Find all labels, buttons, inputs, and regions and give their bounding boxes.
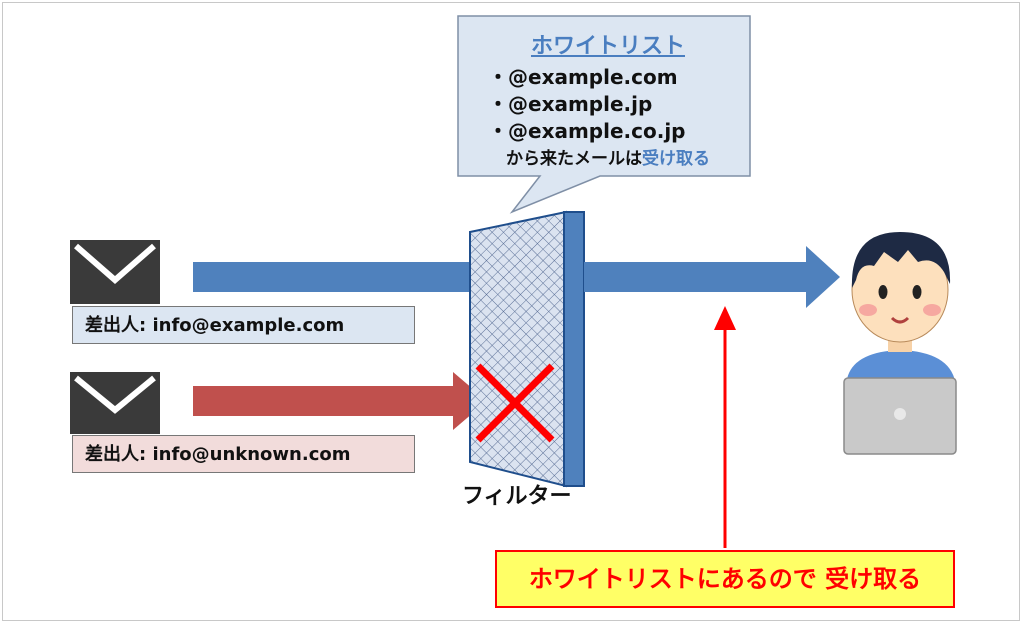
allowed-mail-arrow — [193, 262, 516, 292]
sender-label-blocked: 差出人: info@unknown.com — [72, 435, 415, 473]
whitelist-domain: ・@example.com — [488, 65, 678, 89]
whitelist-speech-bubble — [457, 15, 751, 214]
whitelist-content: ホワイトリスト ・@example.com ・@example.jp ・@exa… — [462, 28, 754, 171]
whitelist-title: ホワイトリスト — [530, 34, 685, 59]
receive-note: ホワイトリストにあるので 受け取る — [495, 550, 955, 608]
envelope-icon — [70, 240, 160, 304]
envelope-icon — [70, 372, 160, 434]
note-pointer-arrow — [714, 306, 736, 548]
whitelist-footer: から来たメールは受け取る — [462, 147, 754, 171]
whitelist-footer-highlight: 受け取る — [642, 149, 710, 169]
blocked-cross-icon — [475, 363, 555, 443]
filter-wall — [469, 210, 585, 488]
filter-label: フィルター — [462, 484, 572, 509]
sender-label-allowed: 差出人: info@example.com — [72, 306, 415, 344]
recipient-person-icon — [843, 232, 957, 455]
blocked-mail-arrow — [193, 372, 487, 430]
delivered-mail-arrow — [584, 246, 840, 308]
whitelist-footer-prefix: から来たメールは — [506, 149, 642, 169]
whitelist-domain: ・@example.jp — [488, 92, 653, 116]
laptop-icon — [843, 377, 957, 455]
whitelist-domain: ・@example.co.jp — [488, 119, 686, 143]
